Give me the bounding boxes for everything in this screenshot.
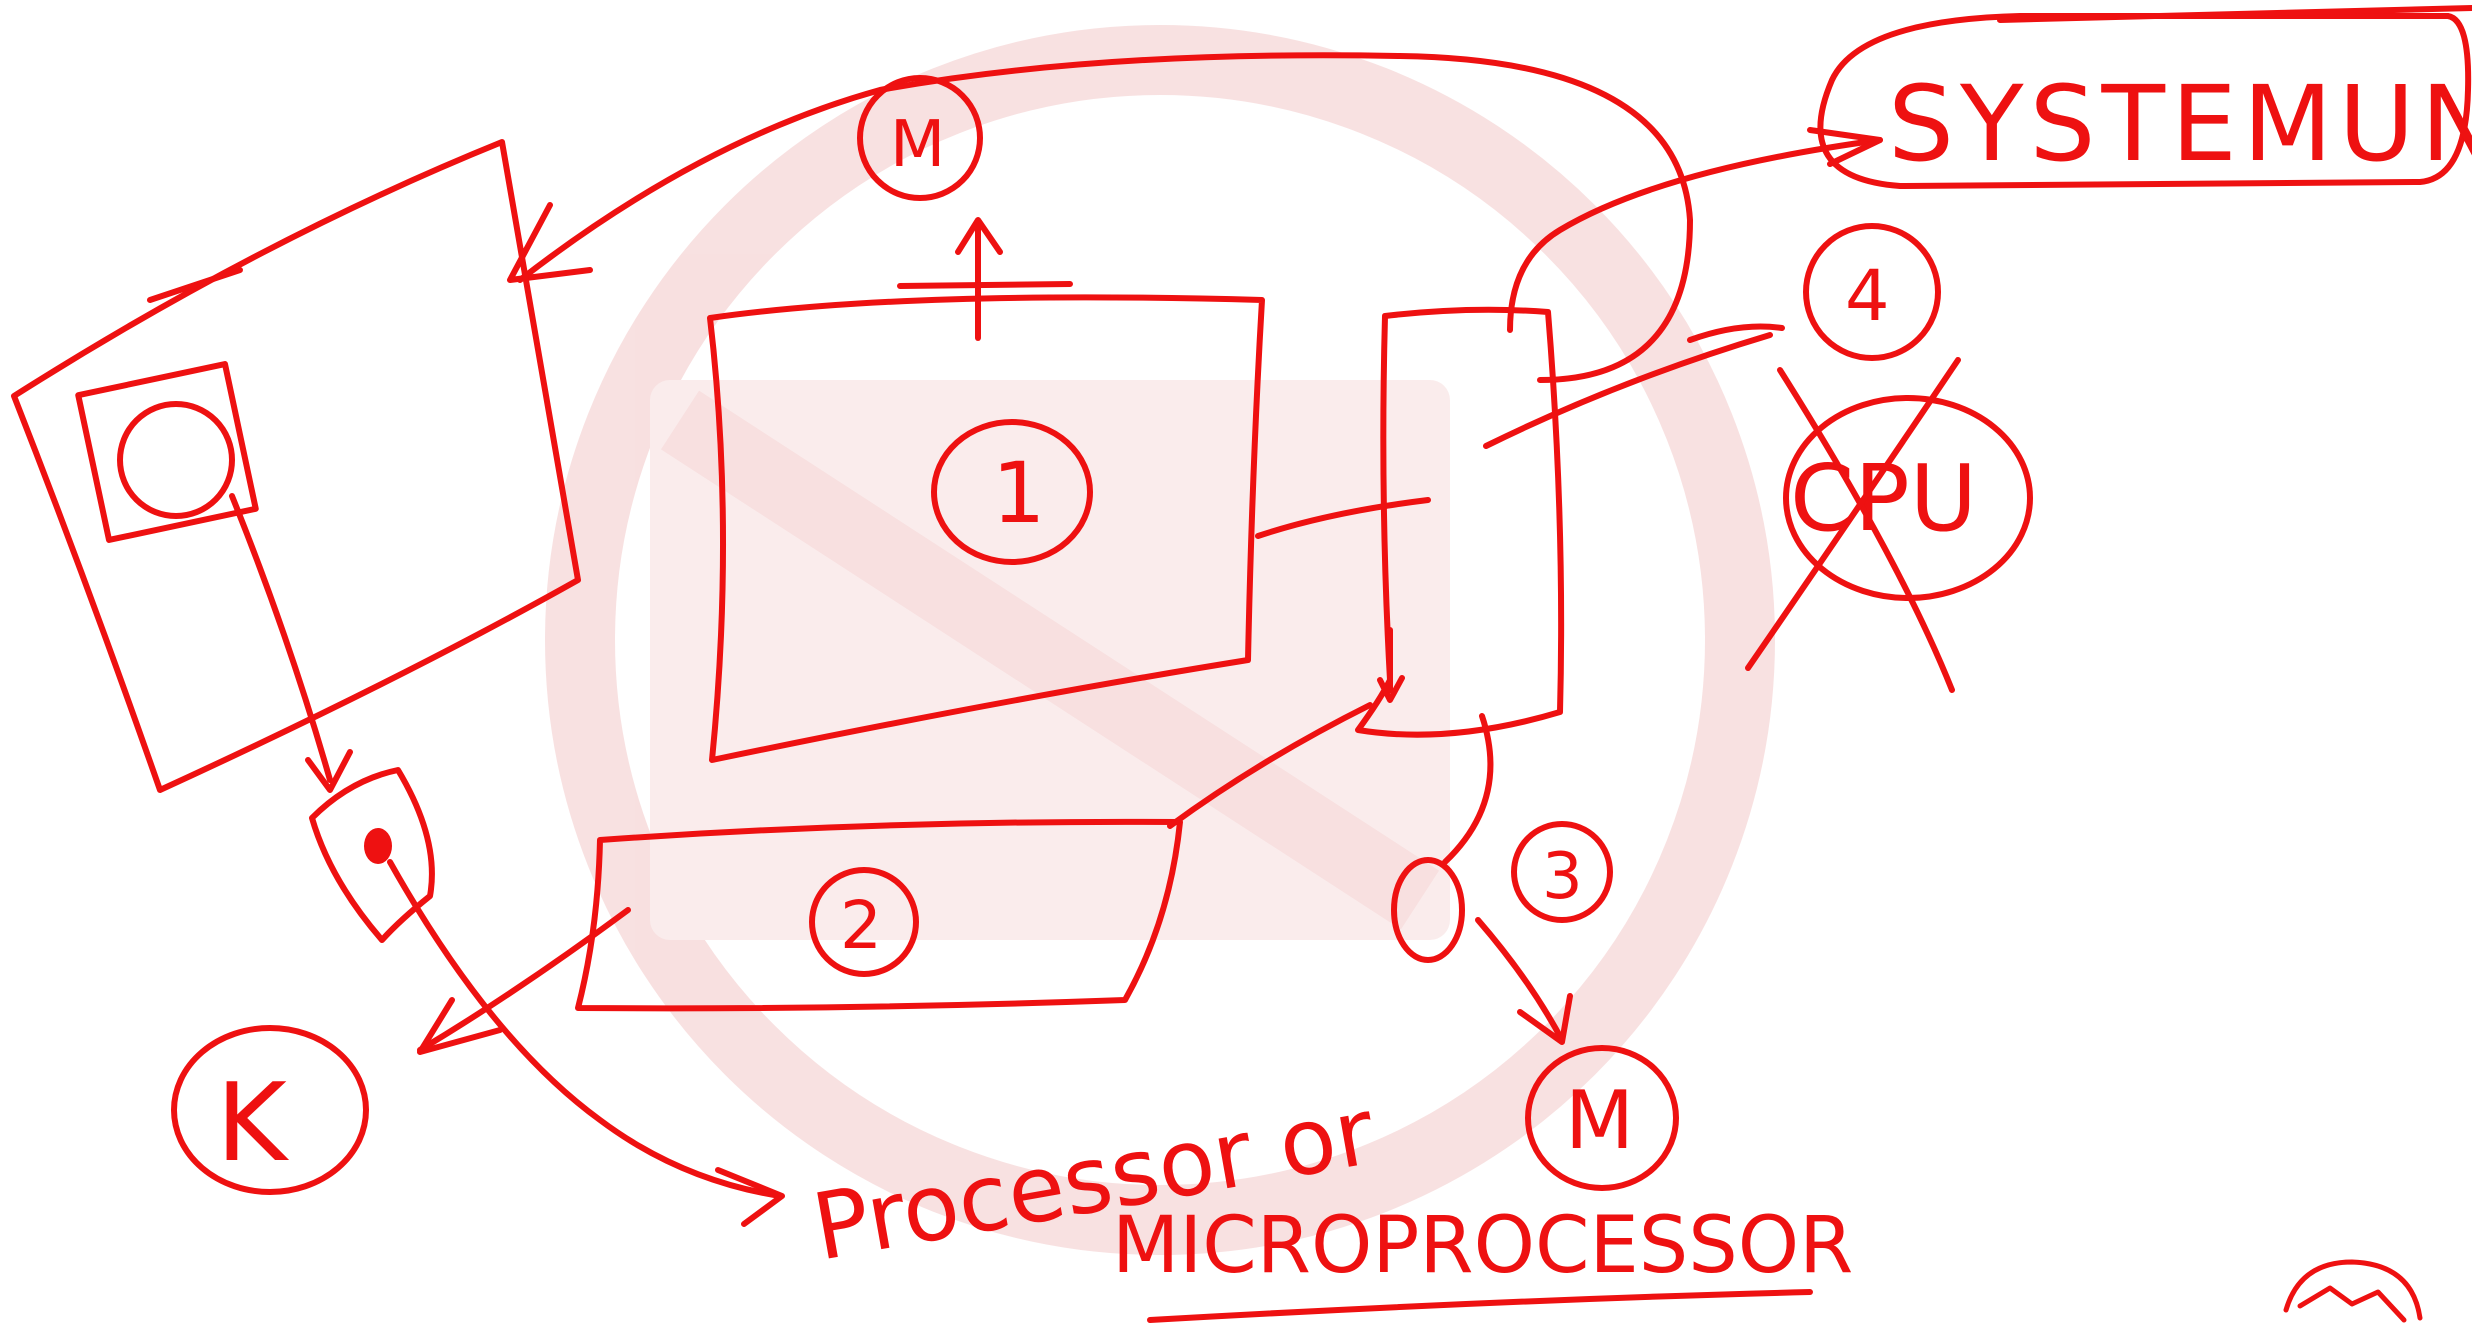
system-unit-drawing <box>1255 306 1565 738</box>
mouse-number: 3 <box>1542 840 1583 914</box>
mouse-drawing: 3 <box>1391 713 1613 1045</box>
keyboard-drawing: 2 <box>575 702 1373 1012</box>
k-label: K <box>216 1061 290 1186</box>
m-bottom-label: M <box>1565 1074 1634 1167</box>
corner-circle-icon <box>2283 1259 2423 1323</box>
k-circle: K <box>171 1025 369 1195</box>
system-unit-number: 4 <box>1845 255 1890 337</box>
keyboard-number: 2 <box>840 887 882 964</box>
cpu-annotation: 4 CPU <box>1483 223 2033 693</box>
cpu-label: CPU <box>1790 445 1977 552</box>
m-bottom-circle: M <box>1525 1045 1679 1191</box>
m-top-label: M <box>890 108 945 182</box>
loop-arrow <box>507 52 1693 383</box>
system-unit-annotation: SYSTEMUNIT <box>1507 5 2472 333</box>
motherboard-drawing <box>11 139 581 793</box>
m-top-circle: M <box>857 75 983 201</box>
processor-chip <box>309 767 785 1227</box>
watermark-logo <box>545 25 1775 1255</box>
processor-line2: MICROPROCESSOR <box>1112 1201 1853 1291</box>
system-unit-label: SYSTEMUNIT <box>1888 63 2472 185</box>
monitor-number: 1 <box>992 444 1045 542</box>
monitor-drawing: 1 <box>707 217 1265 763</box>
